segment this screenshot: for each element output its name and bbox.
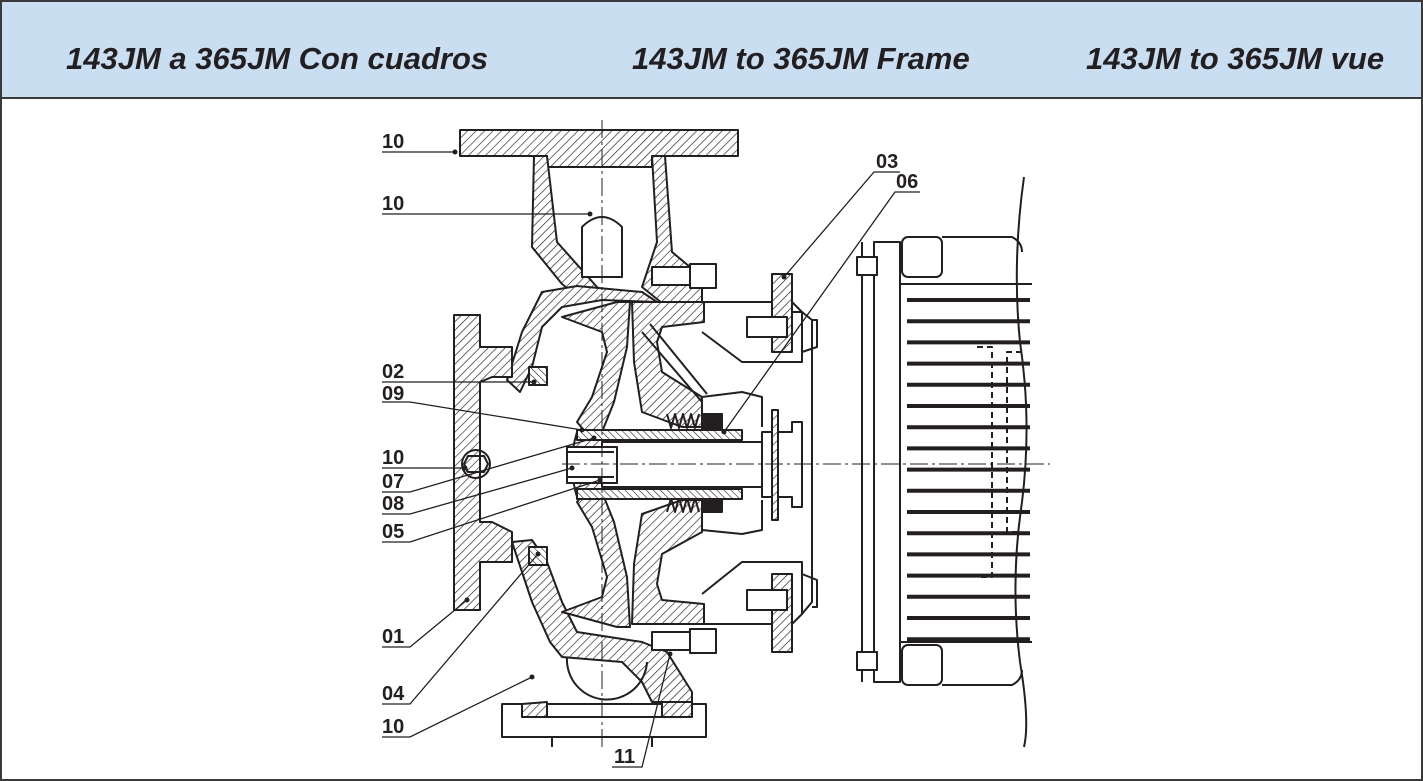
callout-02: 02 <box>382 361 404 383</box>
pump-cross-section-drawing: 10 10 02 09 10 07 08 05 01 04 10 11 03 0… <box>382 120 1050 768</box>
callout-01: 01 <box>382 626 404 648</box>
callout-10: 10 <box>382 193 404 215</box>
callout-07: 07 <box>382 471 404 493</box>
title-spanish: 143JM a 365JM Con cuadros <box>66 41 489 76</box>
motor <box>856 176 1032 748</box>
callout-labels: 10 10 02 09 10 07 08 05 01 04 10 11 03 0… <box>382 131 918 768</box>
callout-05: 05 <box>382 521 404 543</box>
leader-lines <box>382 151 920 768</box>
centerlines <box>562 120 1050 747</box>
callout-09: 09 <box>382 383 404 405</box>
callout-03: 03 <box>876 151 898 173</box>
callout-06: 06 <box>896 171 918 193</box>
callout-10: 10 <box>382 716 404 738</box>
motor-cooling-fins <box>907 298 1030 642</box>
title-english: 143JM to 365JM Frame <box>632 41 970 76</box>
mechanical-seal <box>641 323 723 513</box>
callout-08: 08 <box>382 493 404 515</box>
callout-04: 04 <box>382 683 405 705</box>
callout-11: 11 <box>614 746 635 768</box>
title-french: 143JM to 365JM vue <box>1086 41 1385 76</box>
callout-10: 10 <box>382 131 404 153</box>
callout-10: 10 <box>382 447 404 469</box>
leader-dots <box>452 149 787 680</box>
casing-cover-adapter <box>631 263 818 654</box>
title-bar: 143JM a 365JM Con cuadros 143JM to 365JM… <box>2 2 1421 99</box>
